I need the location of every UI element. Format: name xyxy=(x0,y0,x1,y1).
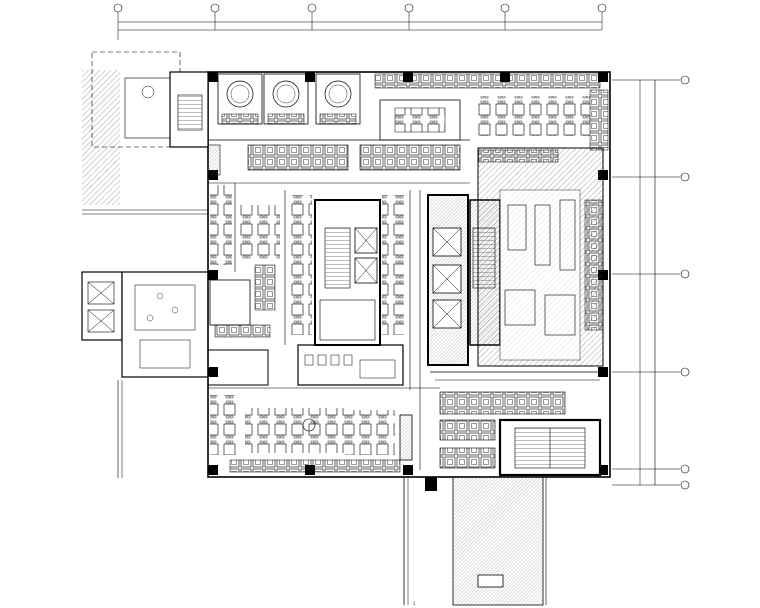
round-table xyxy=(226,80,254,108)
restrooms xyxy=(297,344,404,386)
lower-dining xyxy=(207,349,413,473)
kitchen xyxy=(477,147,604,367)
left-annex xyxy=(81,271,211,378)
entrance-ramp xyxy=(403,476,547,606)
center-dining-tables xyxy=(290,195,404,335)
round-table xyxy=(272,80,300,108)
bottom-mark: 1 xyxy=(413,601,416,606)
left-dining-tables xyxy=(209,185,280,338)
round-table xyxy=(324,80,352,108)
central-core xyxy=(314,199,381,346)
top-axis-bubbles xyxy=(113,3,607,40)
top-grid-axis xyxy=(113,3,607,40)
private-dining-rooms xyxy=(217,73,361,125)
lower-right-area xyxy=(439,391,602,477)
booth-row-upper xyxy=(207,144,461,176)
left-exterior-zone xyxy=(82,51,208,478)
right-grid-axis xyxy=(612,75,690,490)
interior-partitions xyxy=(208,139,600,470)
